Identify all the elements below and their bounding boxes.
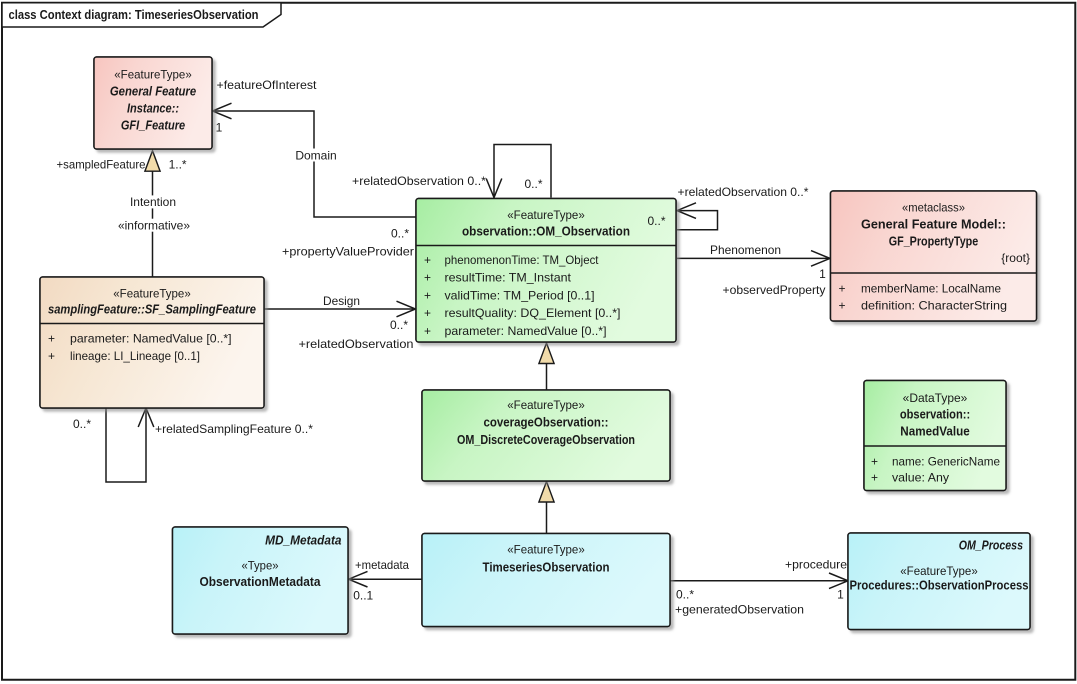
svg-text:+relatedObservation 0..*: +relatedObservation 0..* [352, 174, 486, 188]
svg-text:0..*: 0..* [391, 227, 409, 241]
svg-text:GFI_Feature: GFI_Feature [121, 119, 185, 133]
svg-text:«FeatureType»: «FeatureType» [507, 208, 585, 222]
svg-text:+: + [871, 454, 878, 468]
svg-text:General Feature Model::: General Feature Model:: [861, 218, 1006, 232]
svg-text:Instance::: Instance:: [127, 102, 179, 116]
svg-text:1: 1 [837, 587, 844, 601]
svg-text:Design: Design [323, 294, 360, 308]
svg-text:«Type»: «Type» [241, 559, 278, 573]
svg-text:MD_Metadata: MD_Metadata [265, 534, 341, 548]
svg-text:«informative»: «informative» [118, 219, 190, 233]
svg-text:+observedProperty: +observedProperty [723, 283, 826, 297]
svg-text:+generatedObservation: +generatedObservation [675, 602, 804, 616]
svg-text:1..*: 1..* [169, 157, 187, 171]
svg-text:resultTime: TM_Instant: resultTime: TM_Instant [445, 271, 572, 285]
svg-text:«FeatureType»: «FeatureType» [114, 67, 192, 81]
svg-text:parameter: NamedValue [0..*]: parameter: NamedValue [0..*] [70, 332, 232, 346]
svg-text:value: Any: value: Any [892, 471, 949, 485]
svg-text:+procedure: +procedure [785, 557, 847, 571]
svg-text:+relatedSamplingFeature 0..*: +relatedSamplingFeature 0..* [155, 422, 313, 436]
svg-text:name: GenericName: name: GenericName [892, 454, 1000, 468]
svg-text:+: + [839, 298, 846, 312]
svg-text:GF_PropertyType: GF_PropertyType [889, 235, 979, 249]
svg-text:+sampledFeature: +sampledFeature [57, 157, 146, 171]
svg-text:Procedures::ObservationProcess: Procedures::ObservationProcess [850, 579, 1029, 593]
svg-text:1: 1 [819, 267, 826, 281]
svg-text:validTime: TM_Period [0..1]: validTime: TM_Period [0..1] [445, 288, 595, 302]
svg-text:{root}: {root} [1001, 251, 1030, 265]
svg-text:ObservationMetadata: ObservationMetadata [200, 575, 322, 589]
svg-text:parameter: NamedValue [0..*]: parameter: NamedValue [0..*] [445, 324, 607, 338]
svg-text:+: + [424, 324, 431, 338]
svg-text:0..*: 0..* [676, 587, 694, 601]
svg-text:«FeatureType»: «FeatureType» [507, 398, 585, 412]
svg-text:Domain: Domain [295, 148, 336, 162]
svg-text:+: + [424, 288, 431, 302]
svg-text:«FeatureType»: «FeatureType» [113, 287, 191, 301]
svg-text:definition: CharacterString: definition: CharacterString [861, 298, 1007, 312]
svg-text:+: + [871, 471, 878, 485]
svg-text:0..*: 0..* [647, 214, 665, 228]
svg-text:NamedValue: NamedValue [900, 424, 969, 438]
svg-text:General Feature: General Feature [110, 85, 196, 99]
svg-text:+: + [48, 332, 55, 346]
svg-text:+: + [424, 271, 431, 285]
svg-text:+: + [424, 253, 431, 267]
svg-text:+relatedObservation: +relatedObservation [299, 337, 414, 351]
svg-text:lineage: LI_Lineage [0..1]: lineage: LI_Lineage [0..1] [70, 349, 200, 363]
svg-text:coverageObservation::: coverageObservation:: [484, 416, 609, 430]
svg-text:«metaclass»: «metaclass» [902, 200, 965, 214]
svg-text:+relatedObservation 0..*: +relatedObservation 0..* [678, 185, 809, 199]
svg-text:OM_Process: OM_Process [959, 539, 1023, 553]
svg-text:phenomenonTime: TM_Object: phenomenonTime: TM_Object [445, 253, 600, 267]
svg-text:+: + [424, 306, 431, 320]
svg-text:resultQuality: DQ_Element [0..: resultQuality: DQ_Element [0..*] [445, 306, 621, 320]
svg-text:TimeseriesObservation: TimeseriesObservation [483, 560, 610, 574]
svg-text:OM_DiscreteCoverageObservation: OM_DiscreteCoverageObservation [457, 433, 635, 447]
svg-text:+featureOfInterest: +featureOfInterest [217, 78, 318, 92]
svg-text:«FeatureType»: «FeatureType» [507, 543, 585, 557]
svg-text:Phenomenon: Phenomenon [710, 243, 781, 257]
svg-text:«FeatureType»: «FeatureType» [900, 564, 978, 578]
svg-text:0..*: 0..* [524, 177, 542, 191]
svg-text:samplingFeature::SF_SamplingFe: samplingFeature::SF_SamplingFeature [48, 303, 256, 317]
svg-text:0..*: 0..* [390, 318, 408, 332]
svg-text:1: 1 [216, 120, 223, 134]
svg-text:observation::: observation:: [900, 408, 970, 422]
svg-text:observation::OM_Observation: observation::OM_Observation [462, 225, 630, 239]
svg-text:+: + [839, 281, 846, 295]
svg-text:+metadata: +metadata [355, 558, 409, 572]
svg-text:class Context diagram: Timeser: class Context diagram: TimeseriesObserva… [9, 8, 259, 22]
svg-text:0..1: 0..1 [353, 589, 373, 603]
svg-text:0..*: 0..* [73, 417, 91, 431]
svg-text:+propertyValueProvider: +propertyValueProvider [282, 244, 414, 258]
svg-text:+: + [48, 349, 55, 363]
svg-text:Intention: Intention [130, 195, 176, 209]
svg-text:memberName: LocalName: memberName: LocalName [861, 281, 1001, 295]
svg-text:«DataType»: «DataType» [903, 391, 968, 405]
